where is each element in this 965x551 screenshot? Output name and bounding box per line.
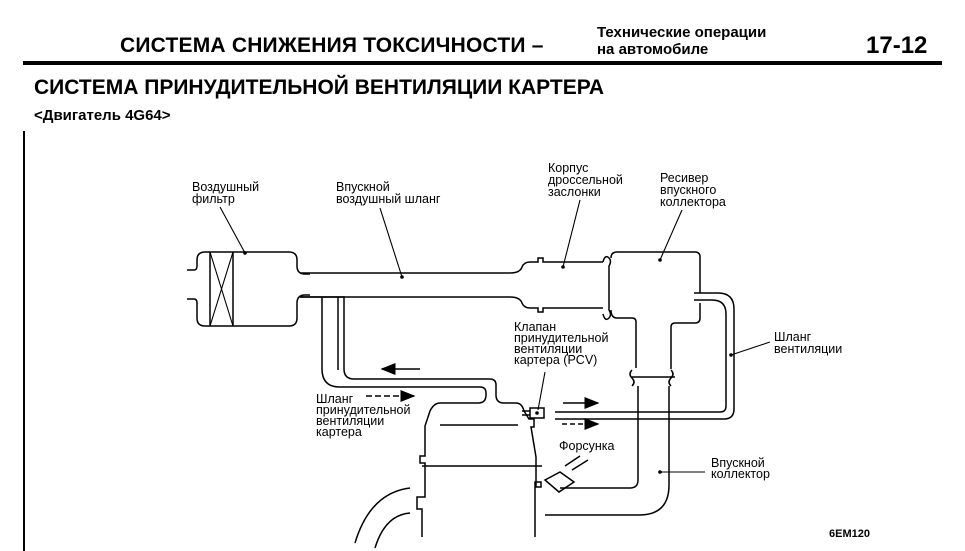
- pcv-hose: [300, 296, 497, 395]
- header-rule: [23, 61, 942, 65]
- chapter-subtitle-line1: Технические операции: [597, 24, 767, 41]
- label-intake-manifold: Впускной коллектор: [711, 456, 770, 481]
- label-intake-air-hose: Впускной воздушный шланг: [336, 180, 441, 206]
- label-throttle-body: Корпус дроссельной заслонки: [548, 161, 626, 199]
- throttle-body: [509, 255, 612, 321]
- engine-head: [354, 394, 542, 549]
- ventilation-hose: [555, 292, 735, 420]
- label-ventilation-hose: Шланг вентиляции: [774, 330, 842, 356]
- pcv-valve: [522, 407, 545, 419]
- air-filter: [187, 251, 310, 327]
- flow-arrows: [366, 363, 600, 430]
- chapter-title: СИСТЕМА СНИЖЕНИЯ ТОКСИЧНОСТИ –: [120, 34, 544, 57]
- leader-lines: [219, 199, 771, 474]
- chapter-subtitle: Технические операции на автомобиле: [597, 24, 766, 58]
- engine-label: <Двигатель 4G64>: [34, 107, 171, 124]
- label-intake-plenum: Ресивер впускного коллектора: [660, 171, 726, 209]
- label-pcv-valve: Клапан принудительной вентиляции картера…: [514, 320, 612, 367]
- section-title: СИСТЕМА ПРИНУДИТЕЛЬНОЙ ВЕНТИЛЯЦИИ КАРТЕР…: [34, 76, 605, 99]
- label-air-filter: Воздушный фильтр: [192, 180, 263, 206]
- figure-code: 6EM120: [829, 528, 870, 540]
- intake-air-hose: [300, 272, 510, 298]
- left-margin-rule: [23, 131, 25, 551]
- label-injector: Форсунка: [559, 439, 615, 453]
- page-number: 17-12: [866, 32, 928, 59]
- intake-manifold: [545, 420, 670, 516]
- chapter-subtitle-line2: на автомобиле: [597, 41, 709, 58]
- injector: [543, 455, 589, 493]
- label-pcv-hose: Шланг принудительной вентиляции картера: [316, 392, 414, 439]
- intake-plenum: [610, 251, 706, 420]
